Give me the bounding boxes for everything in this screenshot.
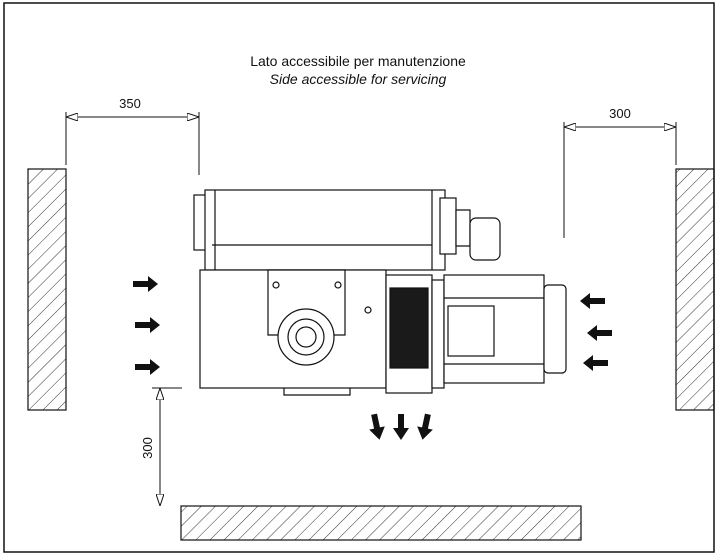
floor-wall [180, 505, 582, 541]
airflow-arrows [133, 276, 612, 440]
intake-arrow-left-3 [135, 359, 160, 375]
motor-flange [431, 279, 445, 389]
vacuum-pump [193, 189, 567, 396]
left-clearance-value: 350 [119, 96, 141, 111]
terminal-box [447, 305, 495, 357]
caption-english: Side accessible for servicing [270, 71, 447, 87]
intake-arrow-left-1 [133, 276, 158, 292]
intake-arrow-right-2 [587, 325, 612, 341]
fan-grille [389, 287, 429, 369]
left-dimension: 350 [65, 96, 200, 175]
intake-arrow-left-2 [135, 317, 160, 333]
intake-arrow-right-3 [583, 355, 608, 371]
caption-italian: Lato accessibile per manutenzione [250, 53, 466, 69]
exhaust-arrow-2 [393, 414, 409, 440]
bottom-clearance-value: 300 [140, 437, 155, 459]
coupling-stub [455, 209, 471, 247]
right-clearance-value: 300 [609, 106, 631, 121]
motor-end-cap [543, 284, 567, 374]
exhaust-arrow-3 [417, 413, 433, 440]
bottom-dimension: 300 [140, 387, 182, 506]
right-dimension: 300 [563, 106, 677, 238]
right-wall [675, 168, 715, 411]
exhaust-arrow-1 [369, 413, 385, 440]
top-housing [204, 189, 446, 271]
small-motor-cap [469, 217, 501, 261]
top-housing-flange [439, 197, 457, 255]
intake-arrow-right-1 [580, 293, 605, 309]
left-wall [27, 168, 67, 411]
